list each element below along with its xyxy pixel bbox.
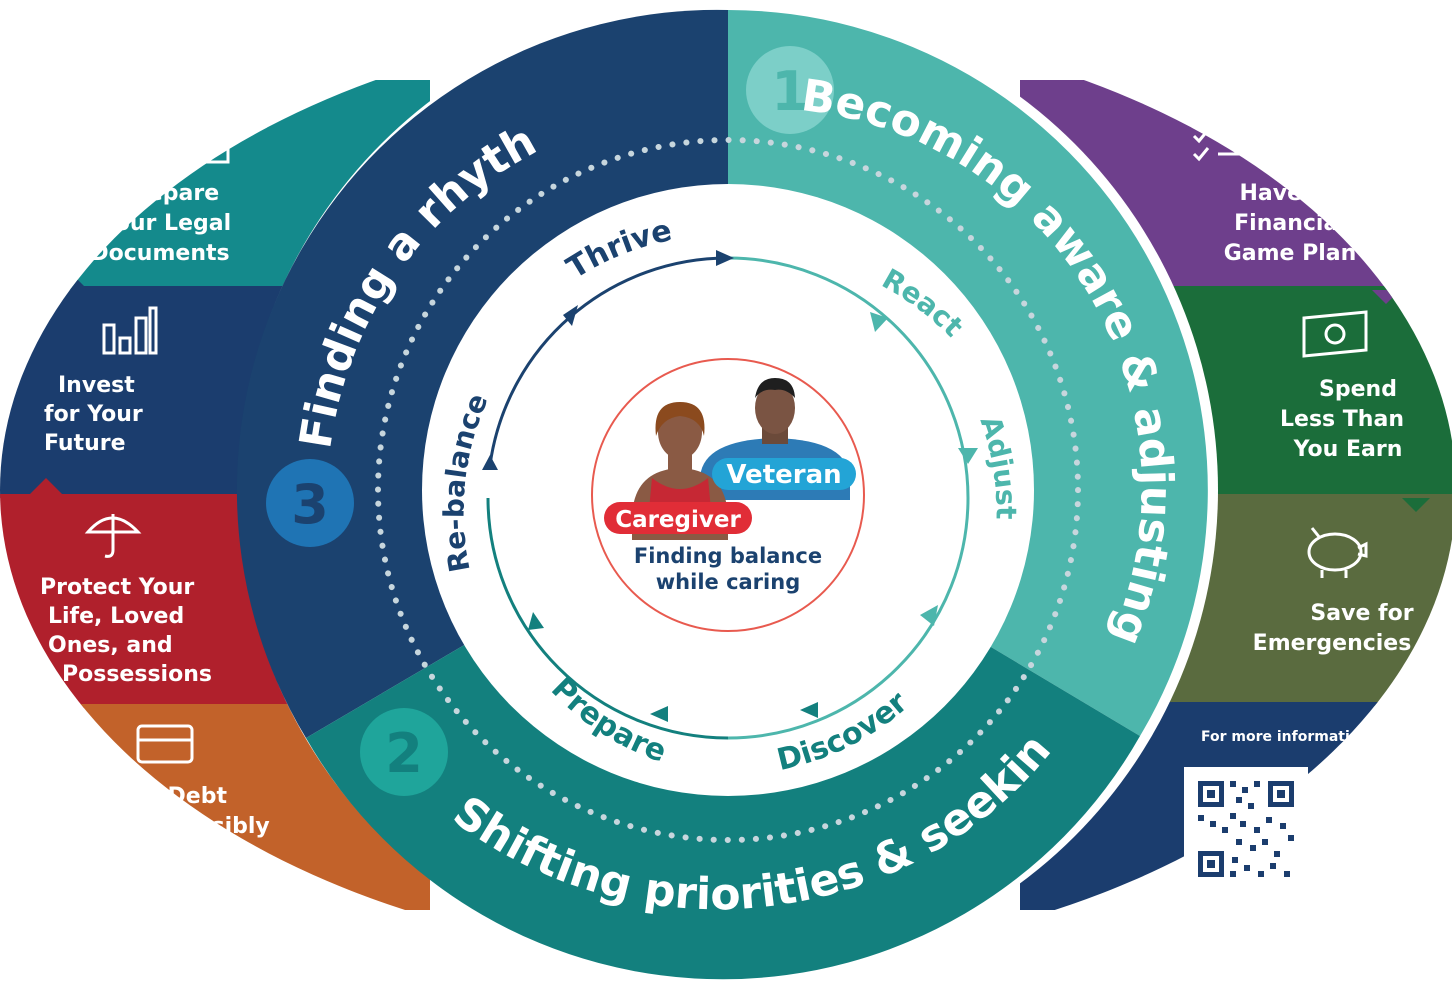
dotted-ring [375,137,1081,843]
arrowhead [800,702,818,718]
arrowhead [482,455,498,470]
panel-protect-text: Protect Your Life, Loved Ones, and Posse… [40,575,212,687]
svg-text:Game Plan: Game Plan [1224,241,1357,266]
svg-text:Protect Your: Protect Your [40,575,194,600]
svg-text:Prepare: Prepare [121,181,219,206]
panel-save-text: Save for Emergencies [1253,601,1414,656]
svg-text:Save for: Save for [1310,601,1413,626]
svg-text:Possessions: Possessions [62,662,212,687]
panel-invest-text: Invest for Your Future [44,373,143,456]
arrowhead [870,312,888,332]
stage3-badge: 3 [266,459,354,547]
panel-legal-text: Prepare Your Legal Documents [90,181,231,266]
checklist-icon [1192,111,1248,162]
arrowhead [958,448,978,464]
credit-card-icon [136,724,194,764]
svg-text:Responsibly: Responsibly [120,814,270,839]
notch [1378,706,1406,720]
svg-text:You Earn: You Earn [1293,437,1403,462]
svg-text:Life, Loved: Life, Loved [48,604,184,629]
svg-text:for Your: for Your [44,402,143,427]
stage2-badge: 2 [360,708,448,796]
svg-text:Have a: Have a [1239,181,1324,206]
stage1-badge: 1 [746,46,834,134]
umbrella-icon [84,514,142,558]
arrowhead [920,605,938,626]
arrowhead [650,706,668,722]
legal-document-icon [183,108,230,164]
center-tagline-line2: while caring [656,570,800,594]
panel-debt-text: Use Debt Responsibly [114,784,270,839]
svg-text:Less Than: Less Than [1280,407,1404,432]
cycle-arc-prepare [486,497,729,740]
panel-gameplan-text: Have a Financial Game Plan [1224,181,1357,266]
svg-text:1: 1 [771,60,809,123]
cycle-arc-discover [727,497,970,740]
center-tagline-line1: Finding balance [634,544,822,568]
info-label: For more information: [1201,729,1375,745]
center-badge: Veteran Caregiver Finding balance while … [591,358,865,632]
svg-text:Ones, and: Ones, and [48,633,173,658]
arrowhead [528,612,544,630]
svg-text:Invest: Invest [58,373,135,398]
svg-text:3: 3 [291,473,329,536]
arrowhead [716,250,734,266]
cycle-arrows [482,250,978,740]
bar-chart-icon [102,306,158,355]
svg-text:Future: Future [44,431,126,456]
cycle-arc-react [727,256,970,499]
svg-text:Use Debt: Use Debt [114,784,227,809]
veteran-label: Veteran [726,460,841,490]
svg-text:2: 2 [385,722,423,785]
qr-code-icon[interactable] [1184,767,1308,891]
notch [1402,498,1430,512]
svg-text:Your Legal: Your Legal [100,211,231,236]
notch [30,478,62,494]
caregiver-label: Caregiver [615,507,741,533]
money-bill-icon [1302,310,1368,358]
svg-text:Financial: Financial [1234,211,1346,236]
svg-text:Emergencies: Emergencies [1253,631,1412,656]
piggy-bank-icon [1307,527,1368,578]
svg-text:Documents: Documents [90,241,229,266]
panel-spend-text: Spend Less Than You Earn [1280,377,1404,462]
arrowhead [563,305,578,326]
svg-text:Spend: Spend [1319,377,1397,402]
